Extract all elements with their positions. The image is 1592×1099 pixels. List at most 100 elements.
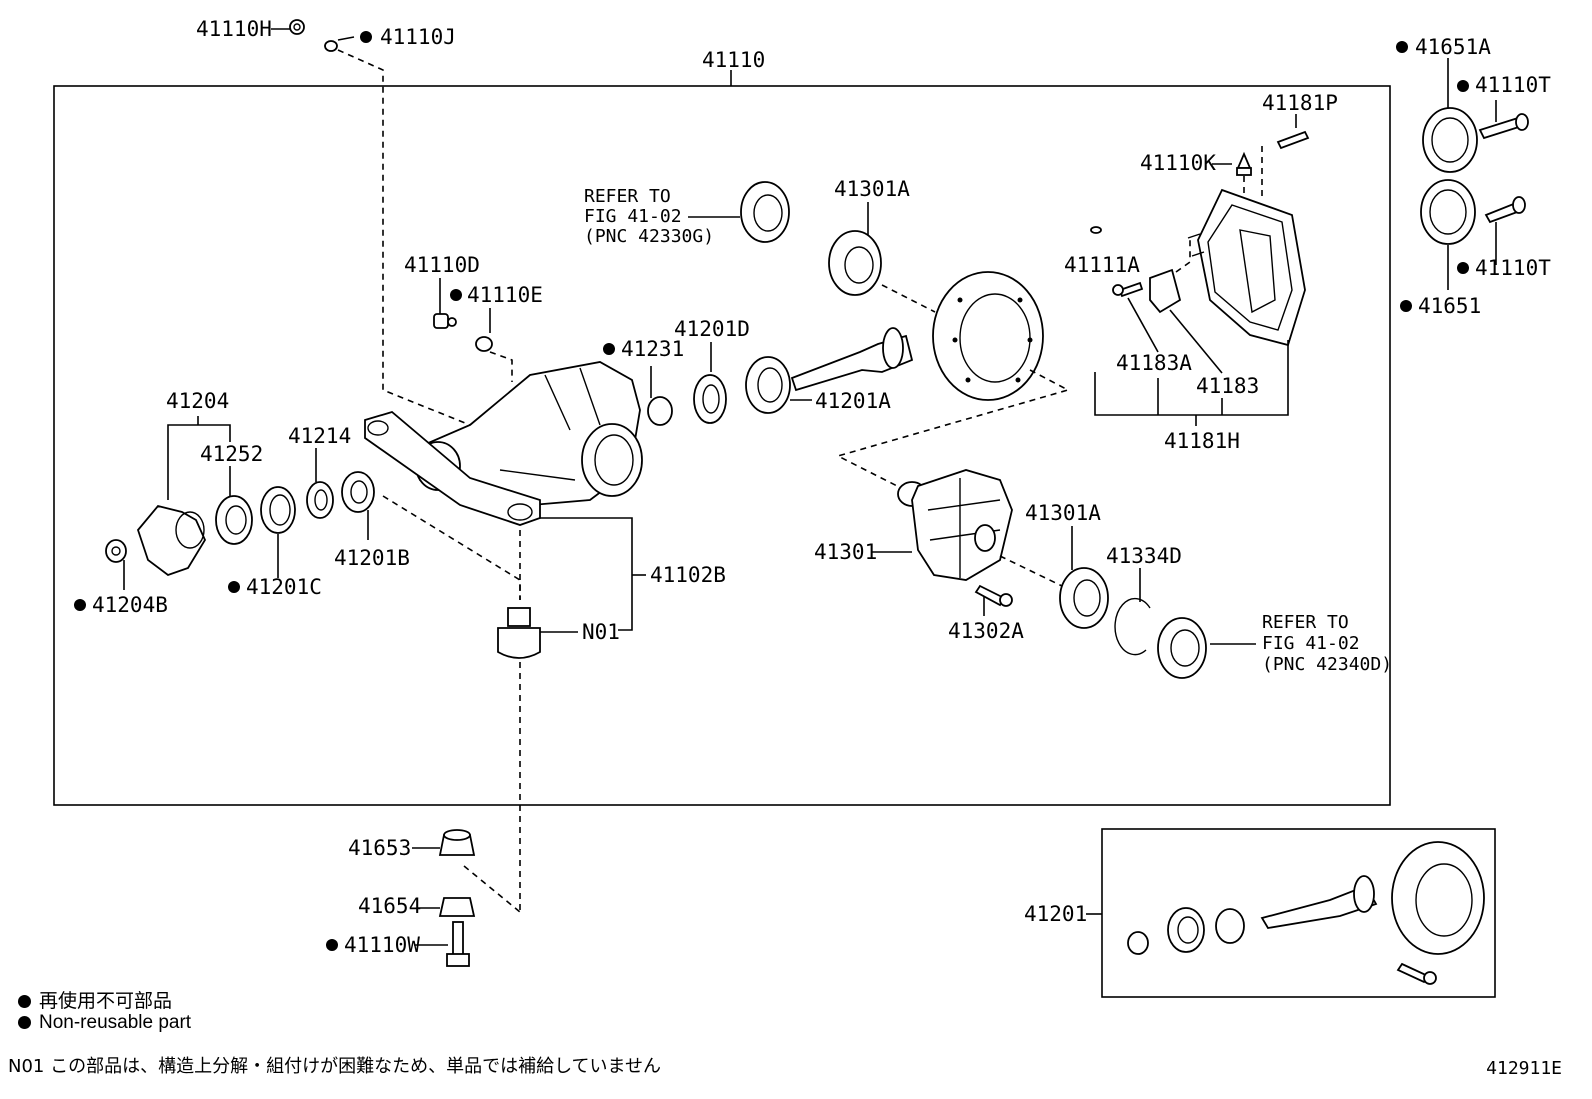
label-41102B[interactable]: 41102B xyxy=(650,563,726,587)
label-41110E[interactable]: 41110E xyxy=(467,283,543,307)
bearing-41201B-icon xyxy=(341,471,375,513)
seal-41252-icon xyxy=(215,495,253,545)
plug-41651A-icon xyxy=(1422,107,1478,173)
cushion-41653-icon xyxy=(438,829,476,856)
bearing-41201A-icon xyxy=(745,356,791,414)
non-reusable-mark xyxy=(18,1016,31,1030)
bolt-41302A-icon xyxy=(974,584,1013,607)
label-41252[interactable]: 41252 xyxy=(200,442,263,466)
washer-41110J-icon xyxy=(324,40,338,52)
washer-41110E-icon xyxy=(475,336,493,352)
nut-41204B-icon xyxy=(105,539,127,563)
legend-jp: 再使用不可部品 xyxy=(18,986,172,1013)
assembly-frame-41201 xyxy=(1101,828,1496,998)
nut-icon xyxy=(1127,931,1149,955)
label-41110[interactable]: 41110 xyxy=(702,48,765,72)
breather-41110K-icon xyxy=(1236,151,1252,176)
refer-top-line2: FIG 41-02 xyxy=(584,206,682,227)
non-reusable-mark xyxy=(1400,300,1412,312)
label-41204[interactable]: 41204 xyxy=(166,389,229,413)
legend-jp-text: 再使用不可部品 xyxy=(39,991,173,1012)
spacer-icon xyxy=(1215,908,1245,944)
label-41183A[interactable]: 41183A xyxy=(1116,351,1192,375)
non-reusable-mark xyxy=(360,31,372,43)
plug-41110D-icon xyxy=(433,313,457,329)
label-41110T-top[interactable]: 41110T xyxy=(1475,73,1551,97)
non-reusable-mark xyxy=(326,939,338,951)
flange-41204-icon xyxy=(136,504,207,577)
ring-gear-icon xyxy=(932,271,1044,401)
ring-gear-icon xyxy=(1391,841,1485,955)
bolt-41110T-icon xyxy=(1484,196,1526,224)
label-41301A-bottom[interactable]: 41301A xyxy=(1025,501,1101,525)
refer-top-line3: (PNC 42330G) xyxy=(584,226,714,247)
refer-bottom-line3: (PNC 42340D) xyxy=(1262,654,1392,675)
non-reusable-mark xyxy=(603,343,615,355)
label-41653[interactable]: 41653 xyxy=(348,836,411,860)
label-41110W[interactable]: 41110W xyxy=(344,933,420,957)
rear-cover-41183-icon xyxy=(1187,188,1306,347)
non-reusable-mark xyxy=(18,995,31,1009)
non-reusable-mark xyxy=(228,581,240,593)
snap-ring-41334D-icon xyxy=(1114,597,1151,656)
label-41201C[interactable]: 41201C xyxy=(246,575,322,599)
slinger-41214-icon xyxy=(306,481,334,519)
label-41301A-top[interactable]: 41301A xyxy=(834,177,910,201)
pinion-gear-icon xyxy=(1260,875,1378,929)
label-41654[interactable]: 41654 xyxy=(358,894,421,918)
label-41111A[interactable]: 41111A xyxy=(1064,253,1140,277)
label-41651[interactable]: 41651 xyxy=(1418,294,1481,318)
legend-en-text: Non-reusable part xyxy=(39,1012,192,1033)
gasket-41111A-icon xyxy=(1149,268,1182,314)
seal-41201C-icon xyxy=(260,486,296,534)
label-N01[interactable]: N01 xyxy=(582,620,620,644)
label-41302A[interactable]: 41302A xyxy=(948,619,1024,643)
label-41204B[interactable]: 41204B xyxy=(92,593,168,617)
mount-N01-icon xyxy=(497,607,541,659)
non-reusable-mark xyxy=(1457,262,1469,274)
cushion-41654-icon xyxy=(438,897,476,917)
non-reusable-mark xyxy=(1396,41,1408,53)
legend-en: Non-reusable part xyxy=(18,1012,191,1034)
label-41110H[interactable]: 41110H xyxy=(196,17,272,41)
bolt-41110W-icon xyxy=(446,921,470,967)
bearing-icon xyxy=(1167,907,1205,953)
bearing-41301A-icon xyxy=(1059,567,1109,629)
note-n01: N01 この部品は、構造上分解・組付けが困難なため、単品では補給していません xyxy=(8,1056,662,1077)
oil-seal-top-icon xyxy=(740,181,790,243)
non-reusable-mark xyxy=(74,599,86,611)
label-41181P[interactable]: 41181P xyxy=(1262,91,1338,115)
pin-icon xyxy=(1090,226,1102,234)
label-41231[interactable]: 41231 xyxy=(621,337,684,361)
label-41110J[interactable]: 41110J xyxy=(380,25,456,49)
label-41201B[interactable]: 41201B xyxy=(334,546,410,570)
non-reusable-mark xyxy=(1457,80,1469,92)
label-41301[interactable]: 41301 xyxy=(814,540,877,564)
spacer-41201D-icon xyxy=(693,374,727,424)
carrier-housing-icon xyxy=(364,361,643,526)
label-41201[interactable]: 41201 xyxy=(1024,902,1087,926)
bolt-41181P-icon xyxy=(1276,130,1310,150)
label-41201A[interactable]: 41201A xyxy=(815,389,891,413)
bolt-41110T-icon xyxy=(1478,113,1529,140)
refer-bottom-line2: FIG 41-02 xyxy=(1262,633,1360,654)
label-41201D[interactable]: 41201D xyxy=(674,317,750,341)
label-41110K[interactable]: 41110K xyxy=(1140,151,1216,175)
label-41183[interactable]: 41183 xyxy=(1196,374,1259,398)
label-41214[interactable]: 41214 xyxy=(288,424,351,448)
label-41334D[interactable]: 41334D xyxy=(1106,544,1182,568)
plug-41651-icon xyxy=(1420,179,1476,245)
differential-case-icon xyxy=(897,469,1013,581)
label-41181H[interactable]: 41181H xyxy=(1164,429,1240,453)
bolt-41183A-icon xyxy=(1112,281,1144,298)
label-41110T-bottom[interactable]: 41110T xyxy=(1475,256,1551,280)
label-41110D[interactable]: 41110D xyxy=(404,253,480,277)
label-41651A[interactable]: 41651A xyxy=(1415,35,1491,59)
refer-bottom-line1: REFER TO xyxy=(1262,612,1349,633)
figure-id: 412911E xyxy=(1486,1058,1562,1079)
bolt-icon xyxy=(1396,962,1437,985)
bolt-41110H-icon xyxy=(289,19,305,35)
oil-seal-bottom-icon xyxy=(1157,617,1207,679)
nut-41231-icon xyxy=(647,396,673,426)
